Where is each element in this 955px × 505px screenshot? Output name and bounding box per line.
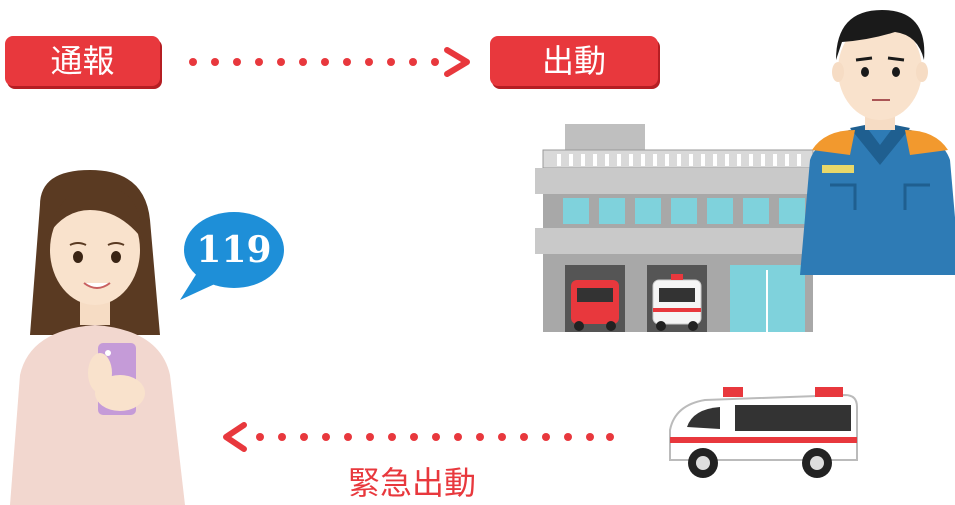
report-label: 通報 [5, 36, 160, 86]
ambulance-illustration [669, 387, 858, 478]
arrow-ambulance-to-caller [223, 422, 614, 452]
dispatch-label: 出動 [490, 36, 658, 86]
bubble-number: 119 [196, 229, 271, 271]
speech-bubble-119: 119 [180, 212, 284, 300]
fire-station-illustration [535, 124, 820, 332]
firefighter-illustration [800, 10, 955, 275]
emergency-dispatch-caption: 緊急出動 [348, 464, 477, 502]
caller-woman-illustration [10, 170, 185, 505]
arrow-report-to-dispatch [189, 47, 470, 77]
